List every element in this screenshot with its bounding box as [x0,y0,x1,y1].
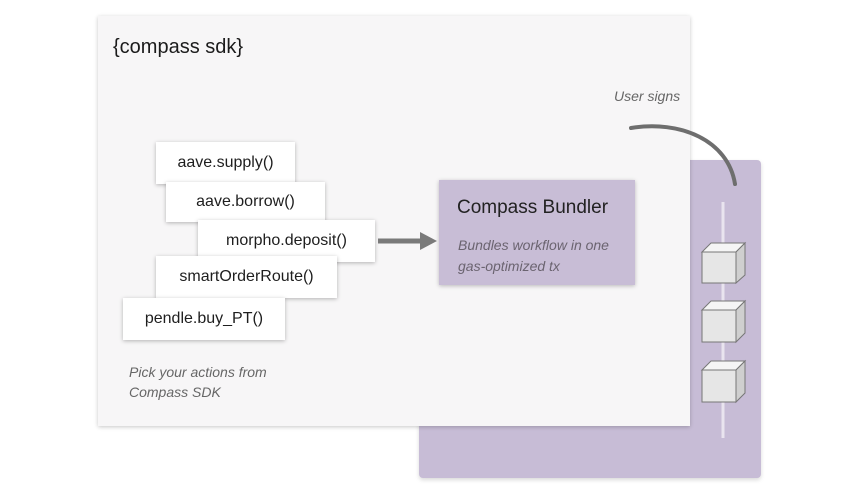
action-label: pendle.buy_PT() [144,310,264,327]
action-label: morpho.deposit() [226,232,347,249]
action-card-smart-order-route: smartOrderRoute() [156,256,337,298]
action-label: aave.supply() [177,154,274,171]
pick-actions-caption: Pick your actions from Compass SDK [129,362,267,402]
user-signs-label: User signs [614,88,681,104]
action-card-aave-borrow: aave.borrow() [166,182,325,222]
bundler-description: Bundles workflow in one gas-optimized tx [458,237,609,274]
action-card-aave-supply: aave.supply() [156,142,295,184]
user-signs-curve [629,124,737,186]
action-label: aave.borrow() [196,193,295,210]
action-label: smartOrderRoute() [179,268,314,285]
cube-icon [700,359,747,404]
bundler-title: Compass Bundler [457,197,609,218]
cube-icon [700,241,747,285]
caption-line: Pick your actions from [129,364,267,380]
compass-bundler-box: Compass Bundler Bundles workflow in one … [439,180,635,285]
action-card-morpho-deposit: morpho.deposit() [198,220,375,262]
caption-line: Compass SDK [129,384,221,400]
sdk-title: {compass sdk} [113,36,244,58]
bundle-arrow-head [420,232,437,250]
action-card-pendle-buy-pt: pendle.buy_PT() [123,298,285,340]
cube-icon [700,299,747,344]
